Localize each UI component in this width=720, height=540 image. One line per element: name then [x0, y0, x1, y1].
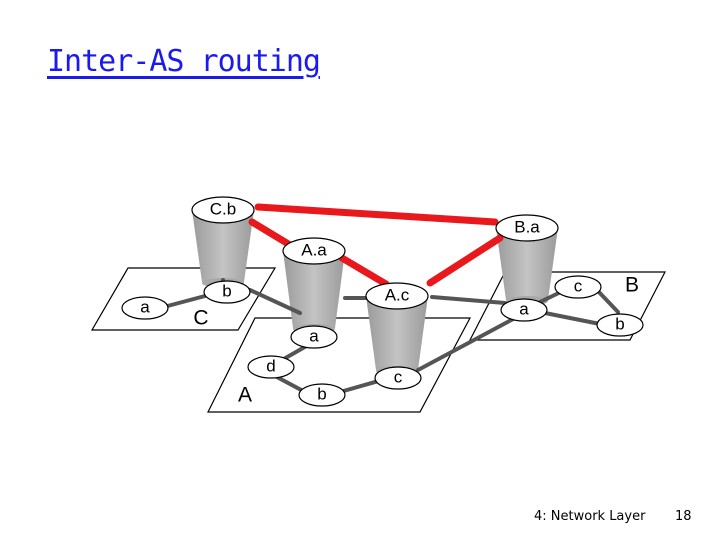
node-a-b: [298, 383, 346, 407]
router-ac-label: A.c: [385, 286, 410, 305]
node-b-a: [500, 298, 548, 322]
router-cb-label: C.b: [210, 200, 236, 219]
node-c-b: [203, 280, 251, 304]
node-c-a: [121, 296, 169, 320]
node-c-a-label: a: [140, 298, 150, 317]
router-ba-label: B.a: [514, 218, 540, 237]
node-a-a: [290, 325, 338, 349]
link-b-a-b: [543, 311, 602, 326]
link-a-b-c: [338, 378, 384, 394]
slide-title: Inter-AS routing: [47, 44, 321, 79]
node-a-b-label: b: [317, 385, 326, 404]
router-ac: [365, 282, 429, 310]
as-c-plane: [90, 267, 277, 331]
router-aa: [282, 237, 346, 265]
node-a-c: [374, 366, 422, 390]
footer-chapter: 4: Network Layer: [534, 509, 646, 524]
node-b-a-label: a: [519, 300, 529, 319]
node-a-c-label: c: [394, 368, 403, 387]
link-cb-ba: [254, 203, 499, 226]
router-aa-label: A.a: [301, 241, 327, 260]
link-aa-ac-red: [338, 254, 390, 288]
link-b-c-b: [594, 287, 620, 314]
region-label-b: B: [625, 274, 639, 297]
node-c-b-label: b: [222, 282, 231, 301]
node-b-c-label: c: [574, 277, 583, 296]
link-a-d-b: [273, 374, 307, 394]
node-a-d-label: d: [266, 357, 275, 376]
link-ba-ac: [426, 234, 504, 287]
link-ac-ba: [430, 295, 507, 305]
node-b-b: [596, 313, 644, 337]
node-a-d: [247, 355, 295, 379]
link-a-c-ba: [416, 316, 517, 372]
node-b-c: [554, 275, 602, 299]
router-cb: [191, 196, 255, 224]
node-a-a-label: a: [309, 327, 319, 346]
router-ba: [495, 214, 559, 242]
region-label-a: A: [238, 384, 252, 407]
region-label-c: C: [193, 307, 208, 330]
link-c-b-aa: [248, 288, 302, 315]
footer-page-number: 18: [675, 509, 692, 524]
node-b-b-label: b: [615, 315, 624, 334]
